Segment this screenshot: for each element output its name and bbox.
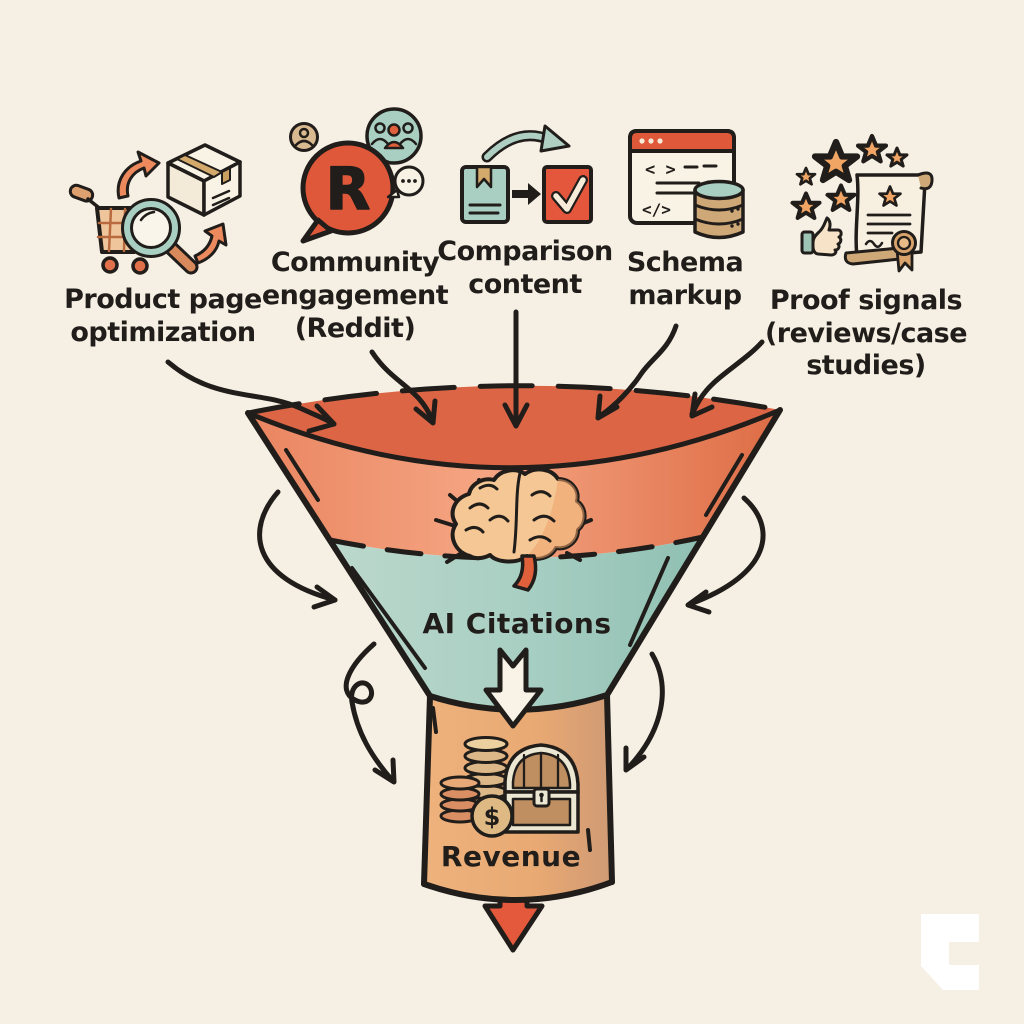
right-arrow-icon (512, 183, 541, 205)
label-line: Proof signals (770, 285, 962, 316)
thumbs-up-icon (800, 216, 843, 257)
label-line: Product page (64, 284, 262, 315)
label-line: studies) (806, 350, 926, 381)
right-curved-arrow-upper (685, 495, 766, 615)
left-curved-arrow-upper (257, 489, 338, 610)
label-line: content (468, 269, 582, 300)
curved-arrow-up-icon (116, 150, 161, 200)
certificate-icon (843, 171, 934, 273)
checkbox-icon (542, 165, 593, 224)
code-open-glyph: < > (645, 160, 676, 180)
brain-icon (434, 467, 593, 592)
shopping-cart-search-box-icon (68, 143, 242, 275)
code-window-database-icon: < > </> (628, 129, 745, 240)
reddit-bubble-icon: R (300, 140, 396, 244)
source-label-proof: Proof signals (reviews/case studies) (765, 285, 968, 381)
right-curved-arrow-lower (623, 651, 665, 773)
product-vs-checkmark-icon (460, 124, 593, 224)
source-label-product-page: Product page optimization (64, 284, 262, 348)
package-box-icon (166, 143, 242, 217)
flow-arrow-comparison (502, 309, 530, 429)
left-loop-arrow-lower (343, 641, 397, 785)
coins-treasure-chest-icon: $ (439, 736, 580, 838)
label-line: markup (628, 280, 741, 311)
stars-icon (790, 133, 909, 220)
label-line: Community (271, 247, 440, 278)
brain-folds (464, 471, 556, 554)
reddit-r-glyph: R (326, 155, 371, 223)
label-line: optimization (70, 317, 255, 348)
label-line: (reviews/case (765, 318, 967, 349)
curved-arrow-right-icon (193, 222, 228, 265)
code-close-glyph: </> (642, 200, 671, 219)
funnel-stage-revenue-label: Revenue (441, 840, 581, 873)
wall-accent-lines (284, 448, 744, 852)
source-label-community: Community engagement (Reddit) (262, 247, 449, 344)
magnifier-icon (121, 198, 199, 275)
coin-stack-orange-icon (439, 775, 481, 824)
database-icon (693, 179, 745, 240)
funnel-stage-ai-citations-label: AI Citations (422, 607, 611, 640)
label-line: Comparison (437, 236, 612, 267)
treasure-chest-icon (503, 743, 580, 834)
flow-arrow-community (369, 349, 438, 426)
flow-arrow-schema (595, 323, 679, 421)
funnel-bottom-edge (421, 879, 615, 903)
flow-arrow-proof (689, 339, 765, 419)
white-down-arrow-icon (483, 647, 544, 729)
brain-right-lobe-shade (527, 479, 585, 559)
compare-curved-arrow-icon (481, 124, 571, 163)
source-label-comparison: Comparison content (437, 236, 613, 300)
brain-stem (512, 554, 538, 592)
source-label-schema: Schema markup (627, 247, 744, 311)
dollar-coin-icon: $ (470, 794, 514, 838)
side-arrows (257, 489, 766, 785)
product-box-icon (460, 165, 510, 224)
label-line: engagement (262, 280, 449, 311)
reddit-speech-bubbles-icon: R (289, 107, 425, 244)
person-avatar-icon (289, 122, 319, 152)
label-line: (Reddit) (295, 313, 416, 344)
dots-bubble-icon (386, 165, 425, 199)
funnel-rim-front-edge (245, 407, 783, 471)
rosette-icon (891, 230, 917, 273)
c-mark-icon (921, 914, 979, 990)
flow-arrow-product-page (165, 359, 337, 434)
label-line: Schema (627, 247, 743, 278)
dollar-glyph: $ (484, 803, 501, 831)
stars-thumbsup-certificate-icon (790, 133, 934, 273)
flow-arrows (165, 309, 765, 434)
